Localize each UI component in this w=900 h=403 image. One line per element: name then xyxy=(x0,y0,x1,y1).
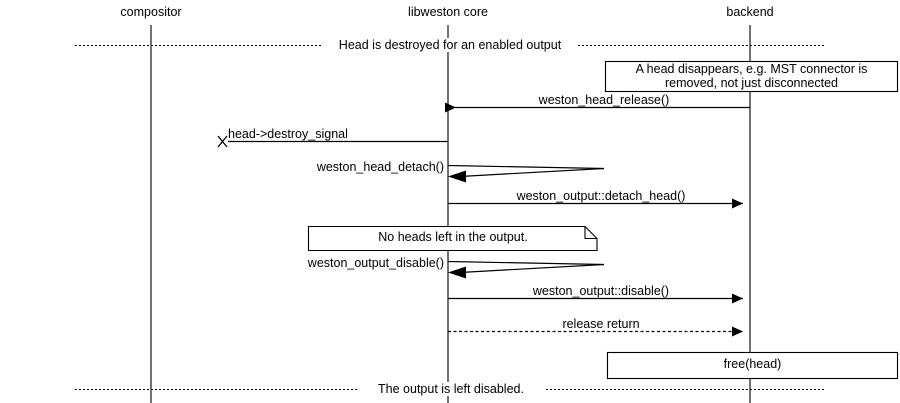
note-head-disappears-box xyxy=(604,60,899,93)
msg-weston-head-detach-label: weston_head_detach() xyxy=(316,160,444,174)
actor-header-libweston-core[interactable]: libweston core xyxy=(408,5,488,19)
msg-weston-output-detach-head-label: weston_output::detach_head() xyxy=(516,189,686,203)
msg-weston-head-release-label: weston_head_release() xyxy=(538,93,670,107)
note-no-heads-left-label: No heads left in the output. xyxy=(378,230,528,244)
msg-weston-output-disable-label: weston_output::disable() xyxy=(532,284,670,298)
msg-weston-output-disable-call-loop xyxy=(447,260,605,279)
lost-message-x-icon xyxy=(217,135,228,148)
separator-top-label: Head is destroyed for an enabled output xyxy=(335,38,565,52)
msg-weston-output-disable-call-label: weston_output_disable() xyxy=(307,256,444,270)
msg-release-return-label: release return xyxy=(562,317,640,331)
msg-weston-head-detach-loop xyxy=(447,164,605,183)
note-free-head-label: free(head) xyxy=(723,357,782,371)
note-no-heads-left-box xyxy=(307,225,598,252)
actor-header-backend[interactable]: backend xyxy=(726,5,774,19)
msg-head-destroy-signal-label: head->destroy_signal xyxy=(228,127,348,141)
note-head-disappears-label: A head disappears, e.g. MST connector is… xyxy=(635,62,868,90)
separator-bottom-label: The output is left disabled. xyxy=(375,382,527,396)
note-free-head-box xyxy=(606,351,899,380)
actor-header-compositor[interactable]: compositor xyxy=(120,5,182,19)
